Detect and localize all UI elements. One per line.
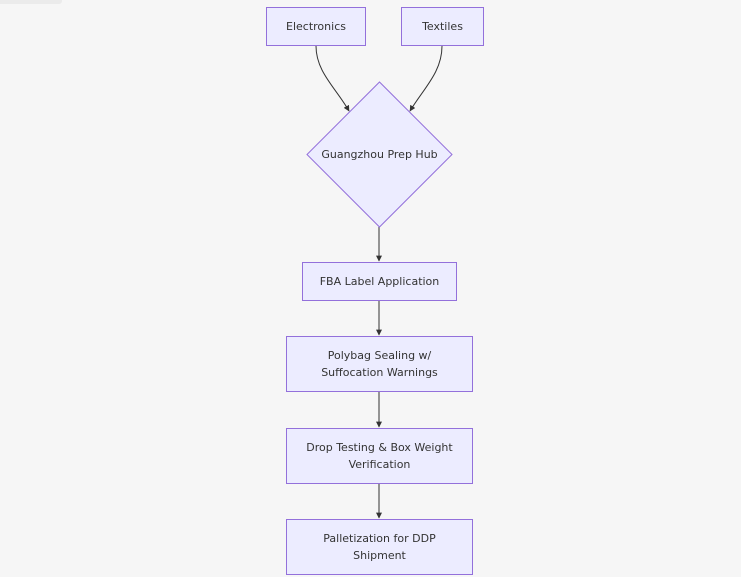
node-hub-label: Guangzhou Prep Hub: [321, 148, 438, 161]
node-fba-label: FBA Label Application: [319, 275, 440, 288]
node-electronics-label: Electronics: [286, 20, 346, 33]
node-hub-diamond: [306, 81, 453, 228]
node-electronics: Electronics: [266, 7, 366, 46]
node-hub-label-wrap: Guangzhou Prep Hub: [307, 82, 452, 227]
node-palletization: Palletization for DDP Shipment: [286, 519, 473, 575]
node-polybag-sealing: Polybag Sealing w/ Suffocation Warnings: [286, 336, 473, 392]
node-pallet-line2: Shipment: [353, 549, 406, 562]
node-polybag-line1: Polybag Sealing w/: [327, 349, 432, 362]
edge-textiles-to-hub: [409, 45, 443, 112]
edge-electronics-to-hub: [315, 45, 350, 112]
node-drop-line2: Verification: [348, 458, 411, 471]
node-drop-line1: Drop Testing & Box Weight: [306, 441, 453, 454]
node-textiles-label: Textiles: [422, 20, 463, 33]
node-drop-testing: Drop Testing & Box Weight Verification: [286, 428, 473, 484]
corner-tab: [0, 0, 62, 4]
node-fba-label-application: FBA Label Application: [302, 262, 457, 301]
node-polybag-line2: Suffocation Warnings: [321, 366, 438, 379]
node-textiles: Textiles: [401, 7, 484, 46]
node-pallet-line1: Palletization for DDP: [323, 532, 436, 545]
